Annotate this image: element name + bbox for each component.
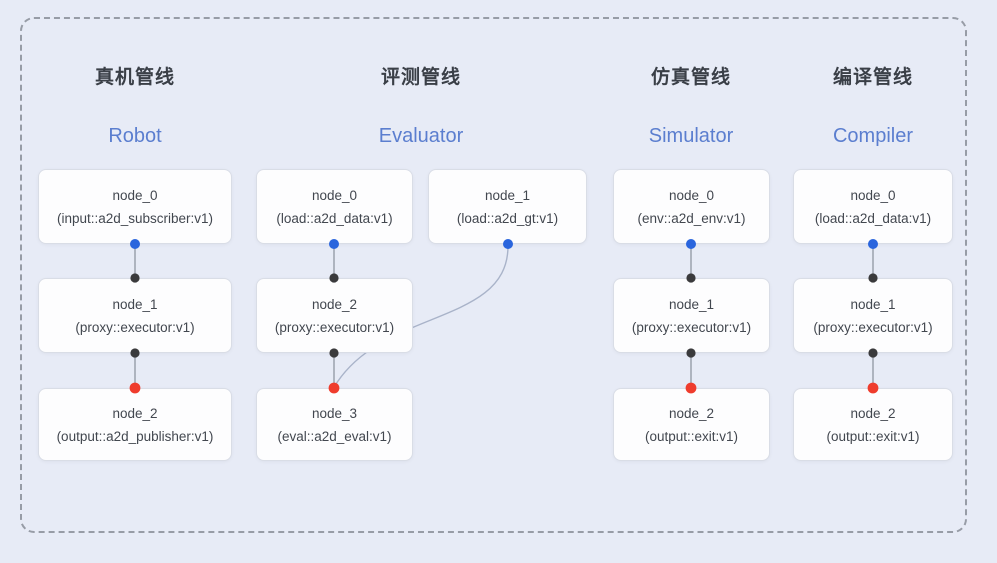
node-name: node_1 <box>668 296 715 312</box>
node-name: node_1 <box>484 187 531 203</box>
node-box-robot-node1: node_1 (proxy::executor:v1) <box>38 278 232 353</box>
node-name: node_0 <box>668 187 715 203</box>
node-name: node_2 <box>112 405 158 421</box>
node-name: node_0 <box>850 187 896 203</box>
pipeline-title-en-evaluator: Evaluator <box>378 125 464 147</box>
pipeline-title-zh-evaluator: 评测管线 <box>380 67 462 88</box>
pipeline-title-en-simulator: Simulator <box>648 125 734 147</box>
pipeline-title-zh-compiler: 编译管线 <box>832 67 914 88</box>
node-name: node_3 <box>311 405 358 421</box>
node-type: (proxy::executor:v1) <box>631 319 752 335</box>
node-box-robot-node2: node_2 (output::a2d_publisher:v1) <box>38 388 232 461</box>
pipeline-title-zh-robot: 真机管线 <box>94 67 176 88</box>
node-type: (proxy::executor:v1) <box>274 319 395 335</box>
node-box-compiler-node1: node_1 (proxy::executor:v1) <box>793 278 953 353</box>
pipeline-title-en-compiler: Compiler <box>832 125 914 147</box>
node-name: node_2 <box>311 296 358 312</box>
pipeline-title-en-robot: Robot <box>108 125 162 147</box>
node-box-compiler-node2: node_2 (output::exit:v1) <box>793 388 953 461</box>
node-box-evaluator-node0: node_0 (load::a2d_data:v1) <box>256 169 413 244</box>
node-name: node_0 <box>311 187 358 203</box>
node-type: (output::exit:v1) <box>826 428 920 444</box>
node-name: node_1 <box>850 296 896 312</box>
node-box-simulator-node1: node_1 (proxy::executor:v1) <box>613 278 770 353</box>
node-type: (eval::a2d_eval:v1) <box>277 428 392 444</box>
node-type: (input::a2d_subscriber:v1) <box>56 210 214 226</box>
node-name: node_0 <box>112 187 158 203</box>
node-type: (proxy::executor:v1) <box>75 319 195 335</box>
node-box-evaluator-node2: node_2 (proxy::executor:v1) <box>256 278 413 353</box>
node-type: (output::a2d_publisher:v1) <box>56 428 214 444</box>
node-type: (output::exit:v1) <box>644 428 739 444</box>
node-box-evaluator-node3: node_3 (eval::a2d_eval:v1) <box>256 388 413 461</box>
node-type: (proxy::executor:v1) <box>813 319 933 335</box>
node-name: node_2 <box>850 405 896 421</box>
node-type: (load::a2d_gt:v1) <box>456 210 559 226</box>
dashed-frame <box>20 17 967 533</box>
node-box-compiler-node0: node_0 (load::a2d_data:v1) <box>793 169 953 244</box>
node-name: node_1 <box>112 296 158 312</box>
node-box-robot-node0: node_0 (input::a2d_subscriber:v1) <box>38 169 232 244</box>
node-box-evaluator-node1: node_1 (load::a2d_gt:v1) <box>428 169 587 244</box>
node-box-simulator-node2: node_2 (output::exit:v1) <box>613 388 770 461</box>
pipeline-title-zh-simulator: 仿真管线 <box>650 67 732 88</box>
node-name: node_2 <box>668 405 715 421</box>
node-type: (load::a2d_data:v1) <box>276 210 393 226</box>
node-type: (env::a2d_env:v1) <box>637 210 746 226</box>
node-box-simulator-node0: node_0 (env::a2d_env:v1) <box>613 169 770 244</box>
node-type: (load::a2d_data:v1) <box>814 210 932 226</box>
